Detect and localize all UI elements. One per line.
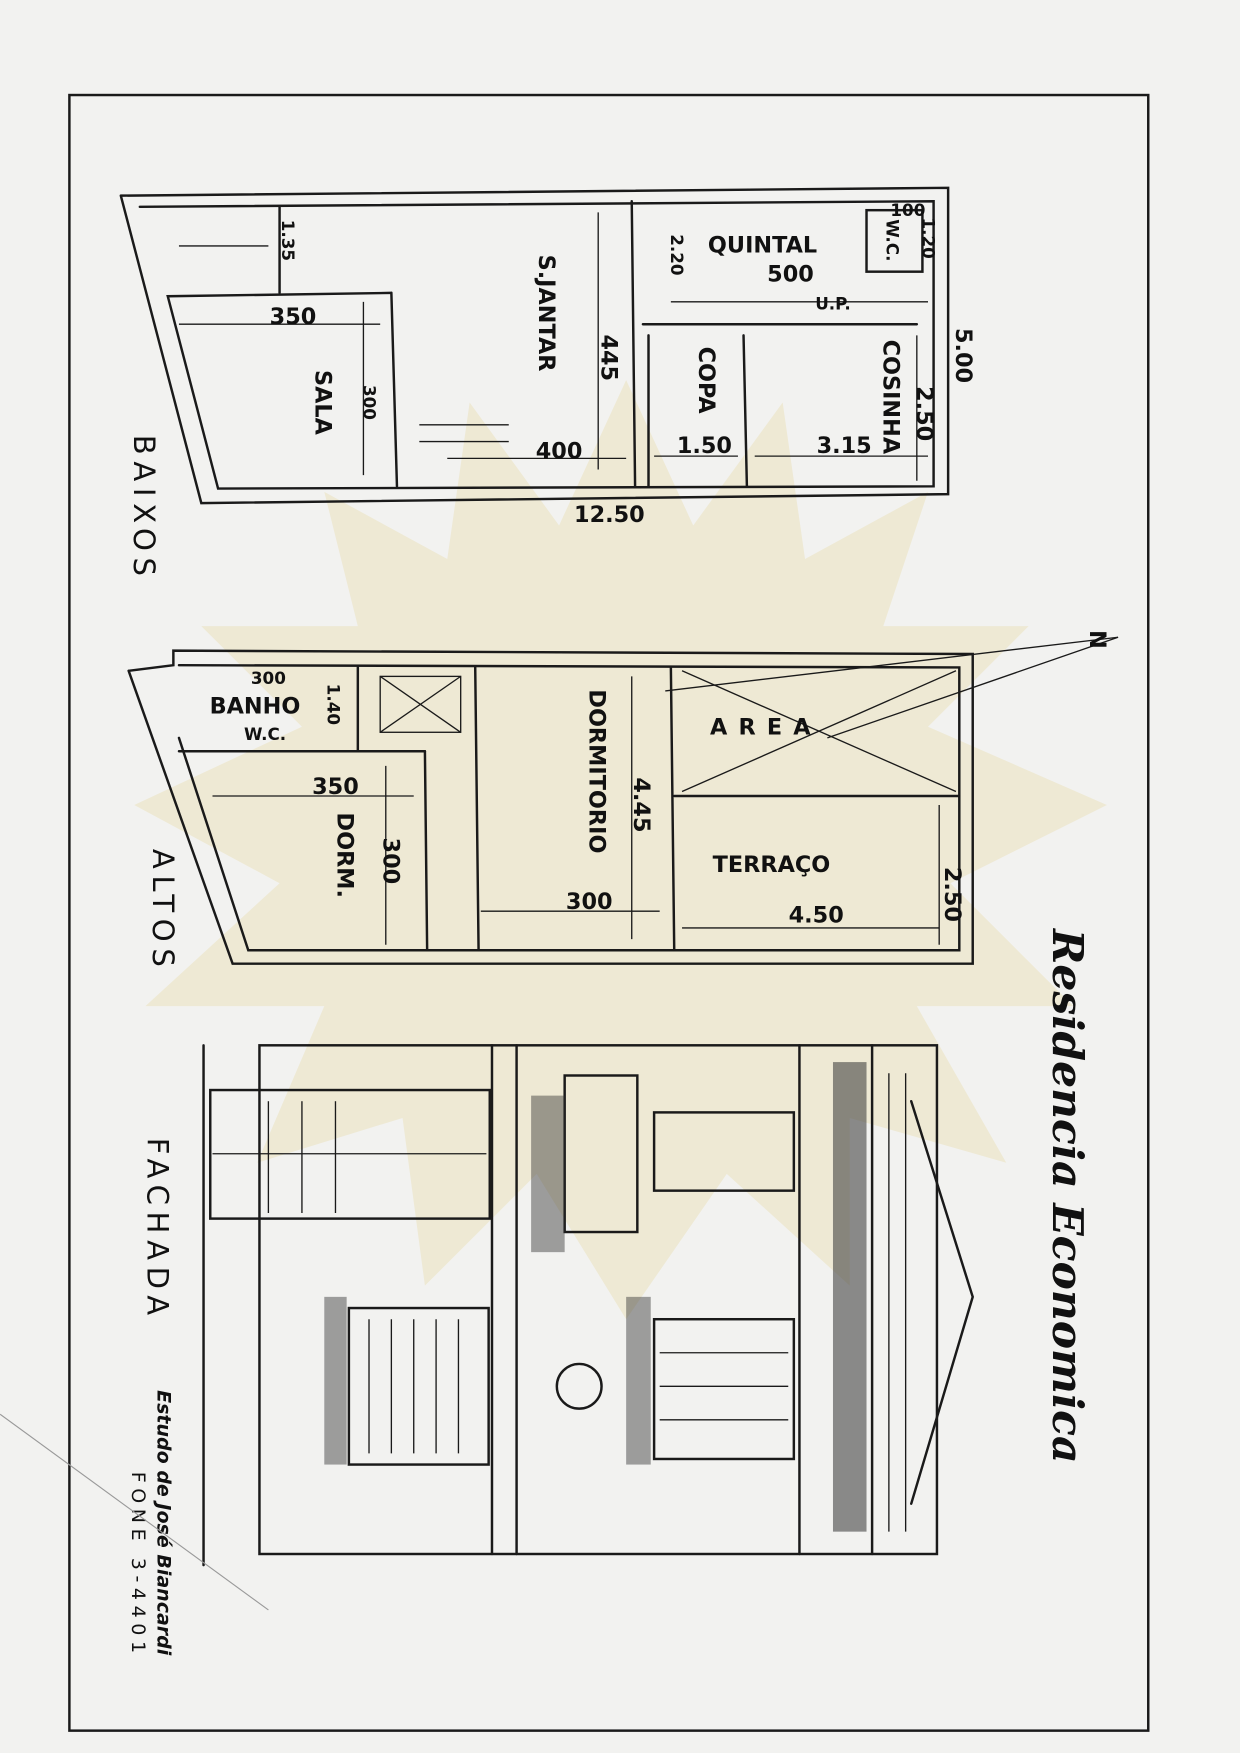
room-up: U.P. bbox=[815, 294, 851, 314]
dim-copa-width: 1.50 bbox=[677, 433, 732, 459]
drawing-title: Residencia Economica bbox=[1042, 928, 1092, 1463]
dim-quintal-depth: 2.20 bbox=[667, 234, 687, 275]
author-credit: Estudo de José Biancardi bbox=[153, 1390, 175, 1656]
room-dormitorio: DORMITORIO bbox=[583, 689, 609, 853]
dim-cozinha-depth: 2.50 bbox=[911, 386, 937, 441]
room-dorm: DORM. bbox=[332, 813, 358, 898]
dim-terraco-depth: 2.50 bbox=[939, 867, 965, 922]
room-area: AREA bbox=[710, 715, 822, 741]
room-copa: COPA bbox=[693, 347, 719, 415]
dim-quintal-width: 500 bbox=[767, 262, 814, 288]
dim-jantar-width: 400 bbox=[536, 438, 583, 464]
facade-elevation bbox=[202, 1044, 975, 1567]
ground-floor-label: BAIXOS bbox=[127, 435, 161, 583]
dim-dorm-depth: 300 bbox=[378, 838, 404, 885]
dim-cozinha-width: 3.15 bbox=[817, 433, 872, 459]
room-sala-jantar: S.JANTAR bbox=[533, 255, 559, 372]
phone-number: FONE 3-4401 bbox=[127, 1472, 149, 1659]
paper-crease bbox=[0, 1413, 269, 1611]
room-banho-wc: W.C. bbox=[244, 724, 286, 744]
facade-label: FACHADA bbox=[141, 1138, 175, 1322]
north-arrow-label: N bbox=[1084, 630, 1110, 649]
dim-jantar-depth: 445 bbox=[596, 334, 622, 381]
upper-floor-label: ALTOS bbox=[146, 849, 180, 974]
room-cozinha: COSINHA bbox=[877, 340, 903, 455]
dim-wc-width: 100 bbox=[890, 200, 925, 220]
dim-dorm-width: 350 bbox=[312, 774, 359, 800]
dim-stair: 1.35 bbox=[278, 220, 298, 261]
room-terraco: TERRAÇO bbox=[713, 852, 831, 878]
dim-width-total: 5.00 bbox=[950, 328, 976, 383]
dim-wc-depth: 1.20 bbox=[918, 217, 938, 258]
dim-sala-depth: 300 bbox=[359, 385, 379, 420]
dim-dormitorio-depth: 4.45 bbox=[628, 777, 654, 832]
dim-length-total: 12.50 bbox=[574, 502, 645, 528]
room-wc: W.C. bbox=[883, 219, 903, 261]
room-sala: SALA bbox=[309, 370, 335, 436]
room-banho: BANHO bbox=[210, 693, 301, 719]
ground-floor-plan bbox=[119, 186, 950, 505]
sheet-border bbox=[68, 93, 1150, 1732]
dim-terraco-width: 4.50 bbox=[789, 902, 844, 928]
dim-sala-width: 350 bbox=[270, 304, 317, 330]
upper-floor-plan bbox=[127, 636, 1119, 965]
dim-dormitorio-width: 300 bbox=[566, 889, 613, 915]
dim-banho-width: 300 bbox=[251, 668, 286, 688]
room-quintal: QUINTAL bbox=[708, 233, 817, 259]
dim-banho-depth: 1.40 bbox=[324, 684, 344, 725]
